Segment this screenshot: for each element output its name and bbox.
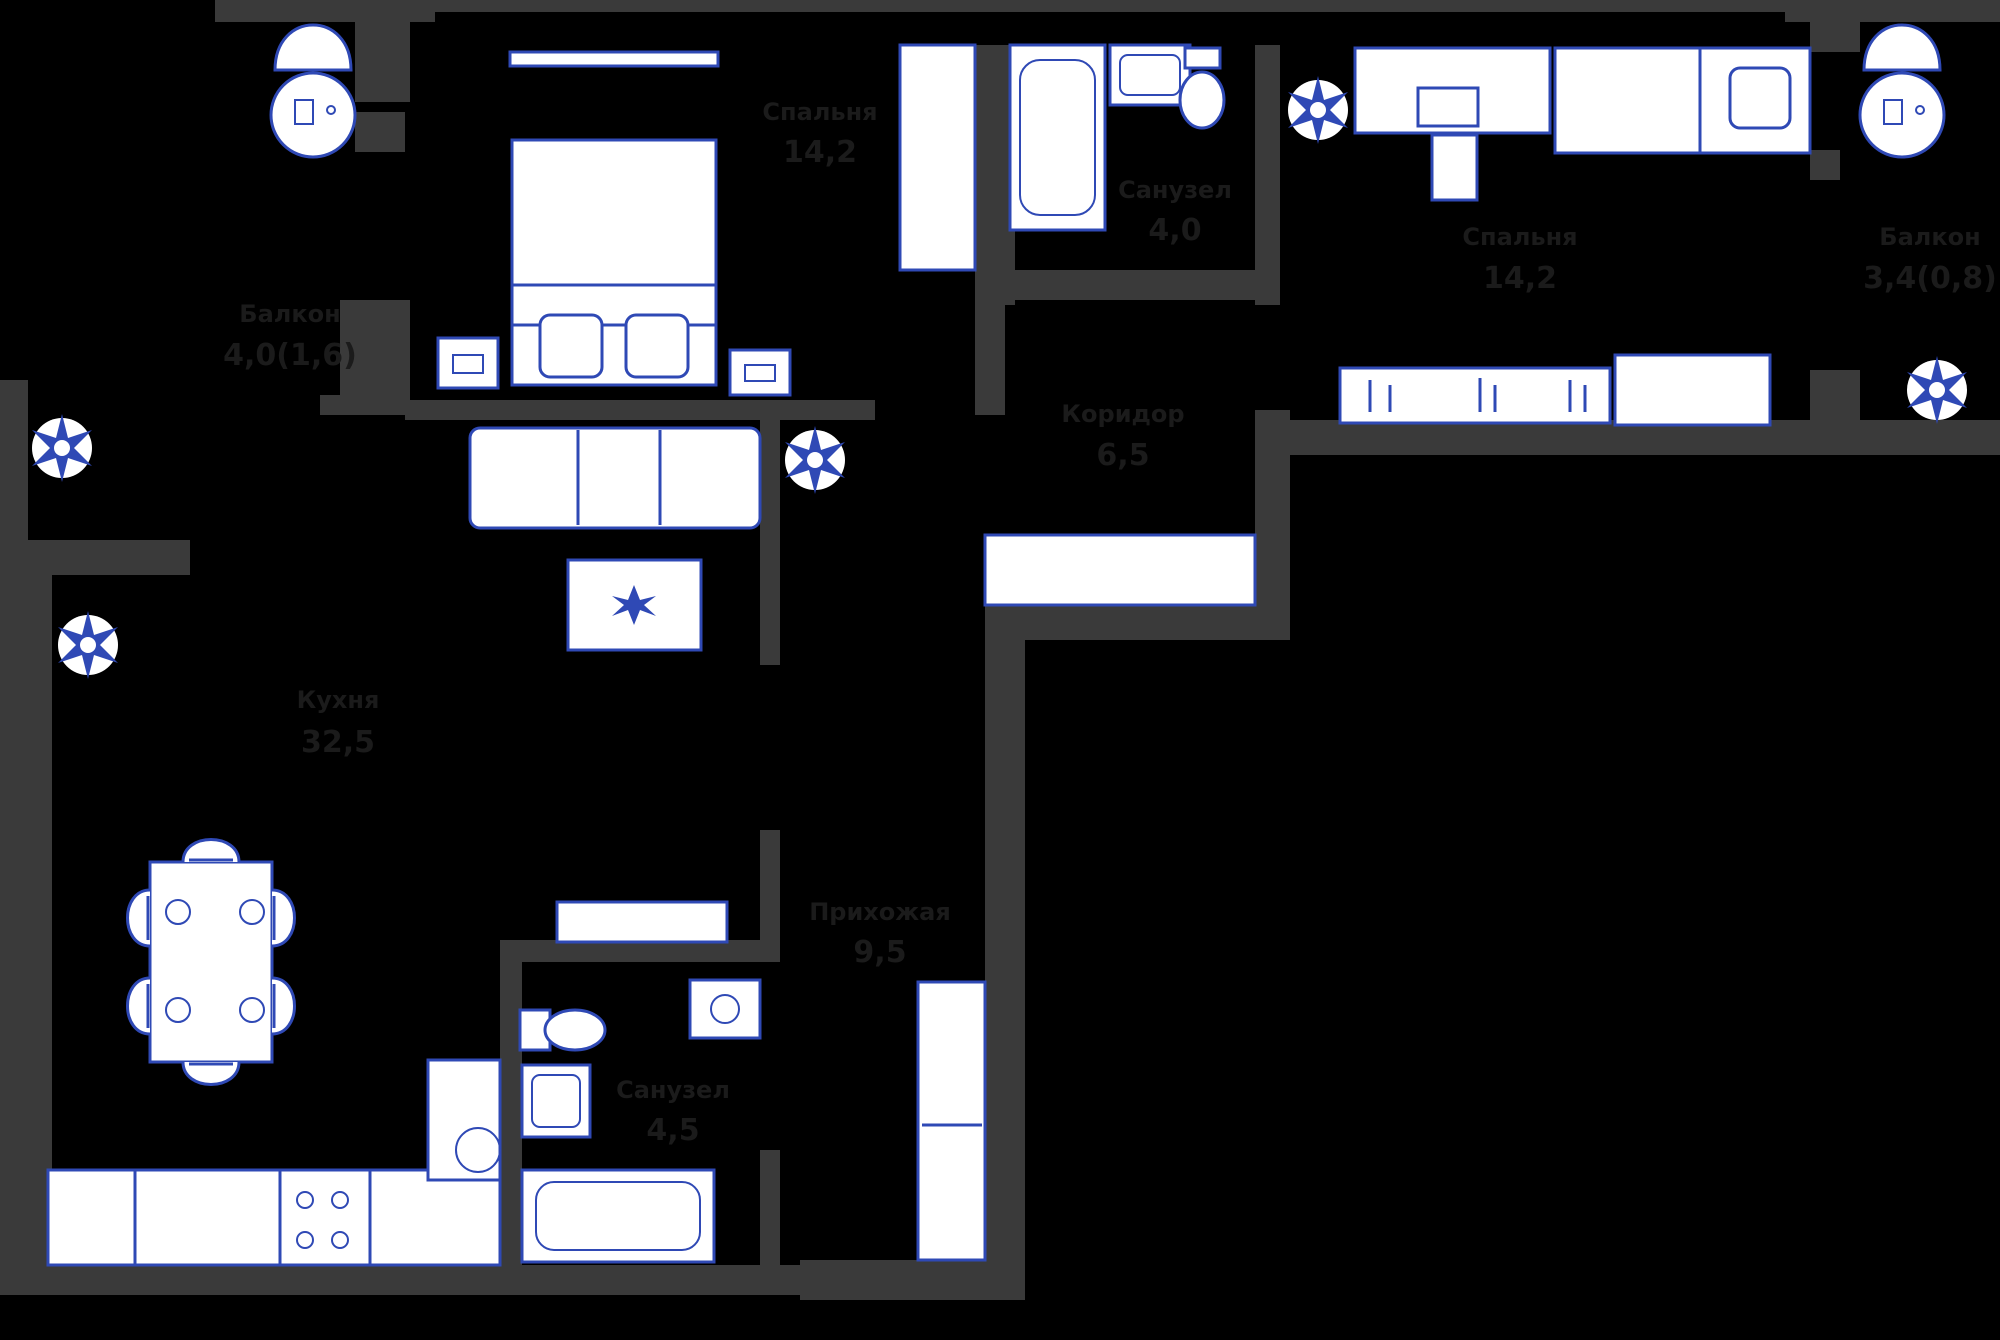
bathtub-icon xyxy=(520,1168,716,1264)
washer-icon xyxy=(688,978,762,1040)
svg-text:32,5: 32,5 xyxy=(301,725,375,760)
kitchen-furniture xyxy=(46,426,762,1267)
bathtub-icon xyxy=(1008,43,1107,232)
bedroom-2-furniture xyxy=(1338,23,1946,427)
svg-text:Санузел: Санузел xyxy=(1118,176,1232,204)
svg-text:14,2: 14,2 xyxy=(1483,261,1557,296)
svg-text:6,5: 6,5 xyxy=(1096,438,1149,473)
fridge xyxy=(426,1058,502,1182)
svg-text:3,4(0,8): 3,4(0,8) xyxy=(1863,261,1997,296)
room-bedroom-1: Спальня 14,2 xyxy=(762,98,877,170)
bathroom-2-furniture xyxy=(518,900,762,1264)
nightstand xyxy=(436,336,792,397)
svg-text:Балкон: Балкон xyxy=(239,300,340,328)
sink-icon xyxy=(1108,43,1192,107)
sink-icon xyxy=(520,1063,592,1139)
wardrobe xyxy=(898,43,977,272)
plant-icon xyxy=(1288,76,1348,144)
room-balcony-left: Балкон 4,0(1,6) xyxy=(223,300,357,373)
svg-text:14,2: 14,2 xyxy=(783,135,857,170)
svg-text:Санузел: Санузел xyxy=(616,1076,730,1104)
room-labels: Спальня 14,2 Санузел 4,0 Спальня 14,2 Ба… xyxy=(223,98,1997,1148)
armchair-icon xyxy=(269,23,357,159)
stove-icon xyxy=(296,1191,349,1249)
svg-text:4,5: 4,5 xyxy=(646,1113,699,1148)
svg-text:Коридор: Коридор xyxy=(1061,400,1184,428)
wardrobe xyxy=(916,980,987,1262)
svg-text:9,5: 9,5 xyxy=(853,935,906,970)
room-balcony-right: Балкон 3,4(0,8) xyxy=(1863,223,1997,296)
plant-icon xyxy=(58,611,118,679)
svg-text:4,0(1,6): 4,0(1,6) xyxy=(223,338,357,373)
corridor-shelf xyxy=(983,533,1257,607)
plant-icon xyxy=(1907,356,1967,424)
room-corridor: Коридор 6,5 xyxy=(1061,400,1184,473)
room-bathroom-2: Санузел 4,5 xyxy=(616,1076,730,1148)
window-mark xyxy=(508,50,720,68)
svg-text:Спальня: Спальня xyxy=(1462,223,1577,251)
walls xyxy=(0,0,2000,1300)
svg-text:Кухня: Кухня xyxy=(297,686,380,714)
plant-icon xyxy=(785,426,845,494)
bedroom-1-furniture xyxy=(269,23,977,397)
bed-icon xyxy=(1553,46,1812,155)
rug xyxy=(566,558,703,652)
plant-icon xyxy=(32,414,92,482)
bathroom-1-furniture xyxy=(1008,43,1226,232)
room-hallway: Прихожая 9,5 xyxy=(809,898,951,970)
toilet-icon xyxy=(518,1008,607,1052)
toilet-icon xyxy=(1178,46,1226,130)
table-icon xyxy=(126,838,296,1086)
bed-icon xyxy=(510,138,718,387)
shelf xyxy=(1338,353,1772,427)
desk xyxy=(1353,46,1552,202)
kitchen-counter xyxy=(46,1168,502,1267)
svg-text:Прихожая: Прихожая xyxy=(809,898,951,926)
svg-text:Балкон: Балкон xyxy=(1879,223,1980,251)
window-mark xyxy=(555,900,729,944)
sofa-icon xyxy=(468,426,762,530)
room-bathroom-1: Санузел 4,0 xyxy=(1118,176,1232,248)
armchair-icon xyxy=(1858,23,1946,159)
room-kitchen: Кухня 32,5 xyxy=(297,686,380,760)
room-bedroom-2: Спальня 14,2 xyxy=(1462,223,1577,296)
svg-text:Спальня: Спальня xyxy=(762,98,877,126)
hallway-furniture xyxy=(916,533,1257,1262)
svg-text:4,0: 4,0 xyxy=(1148,213,1201,248)
